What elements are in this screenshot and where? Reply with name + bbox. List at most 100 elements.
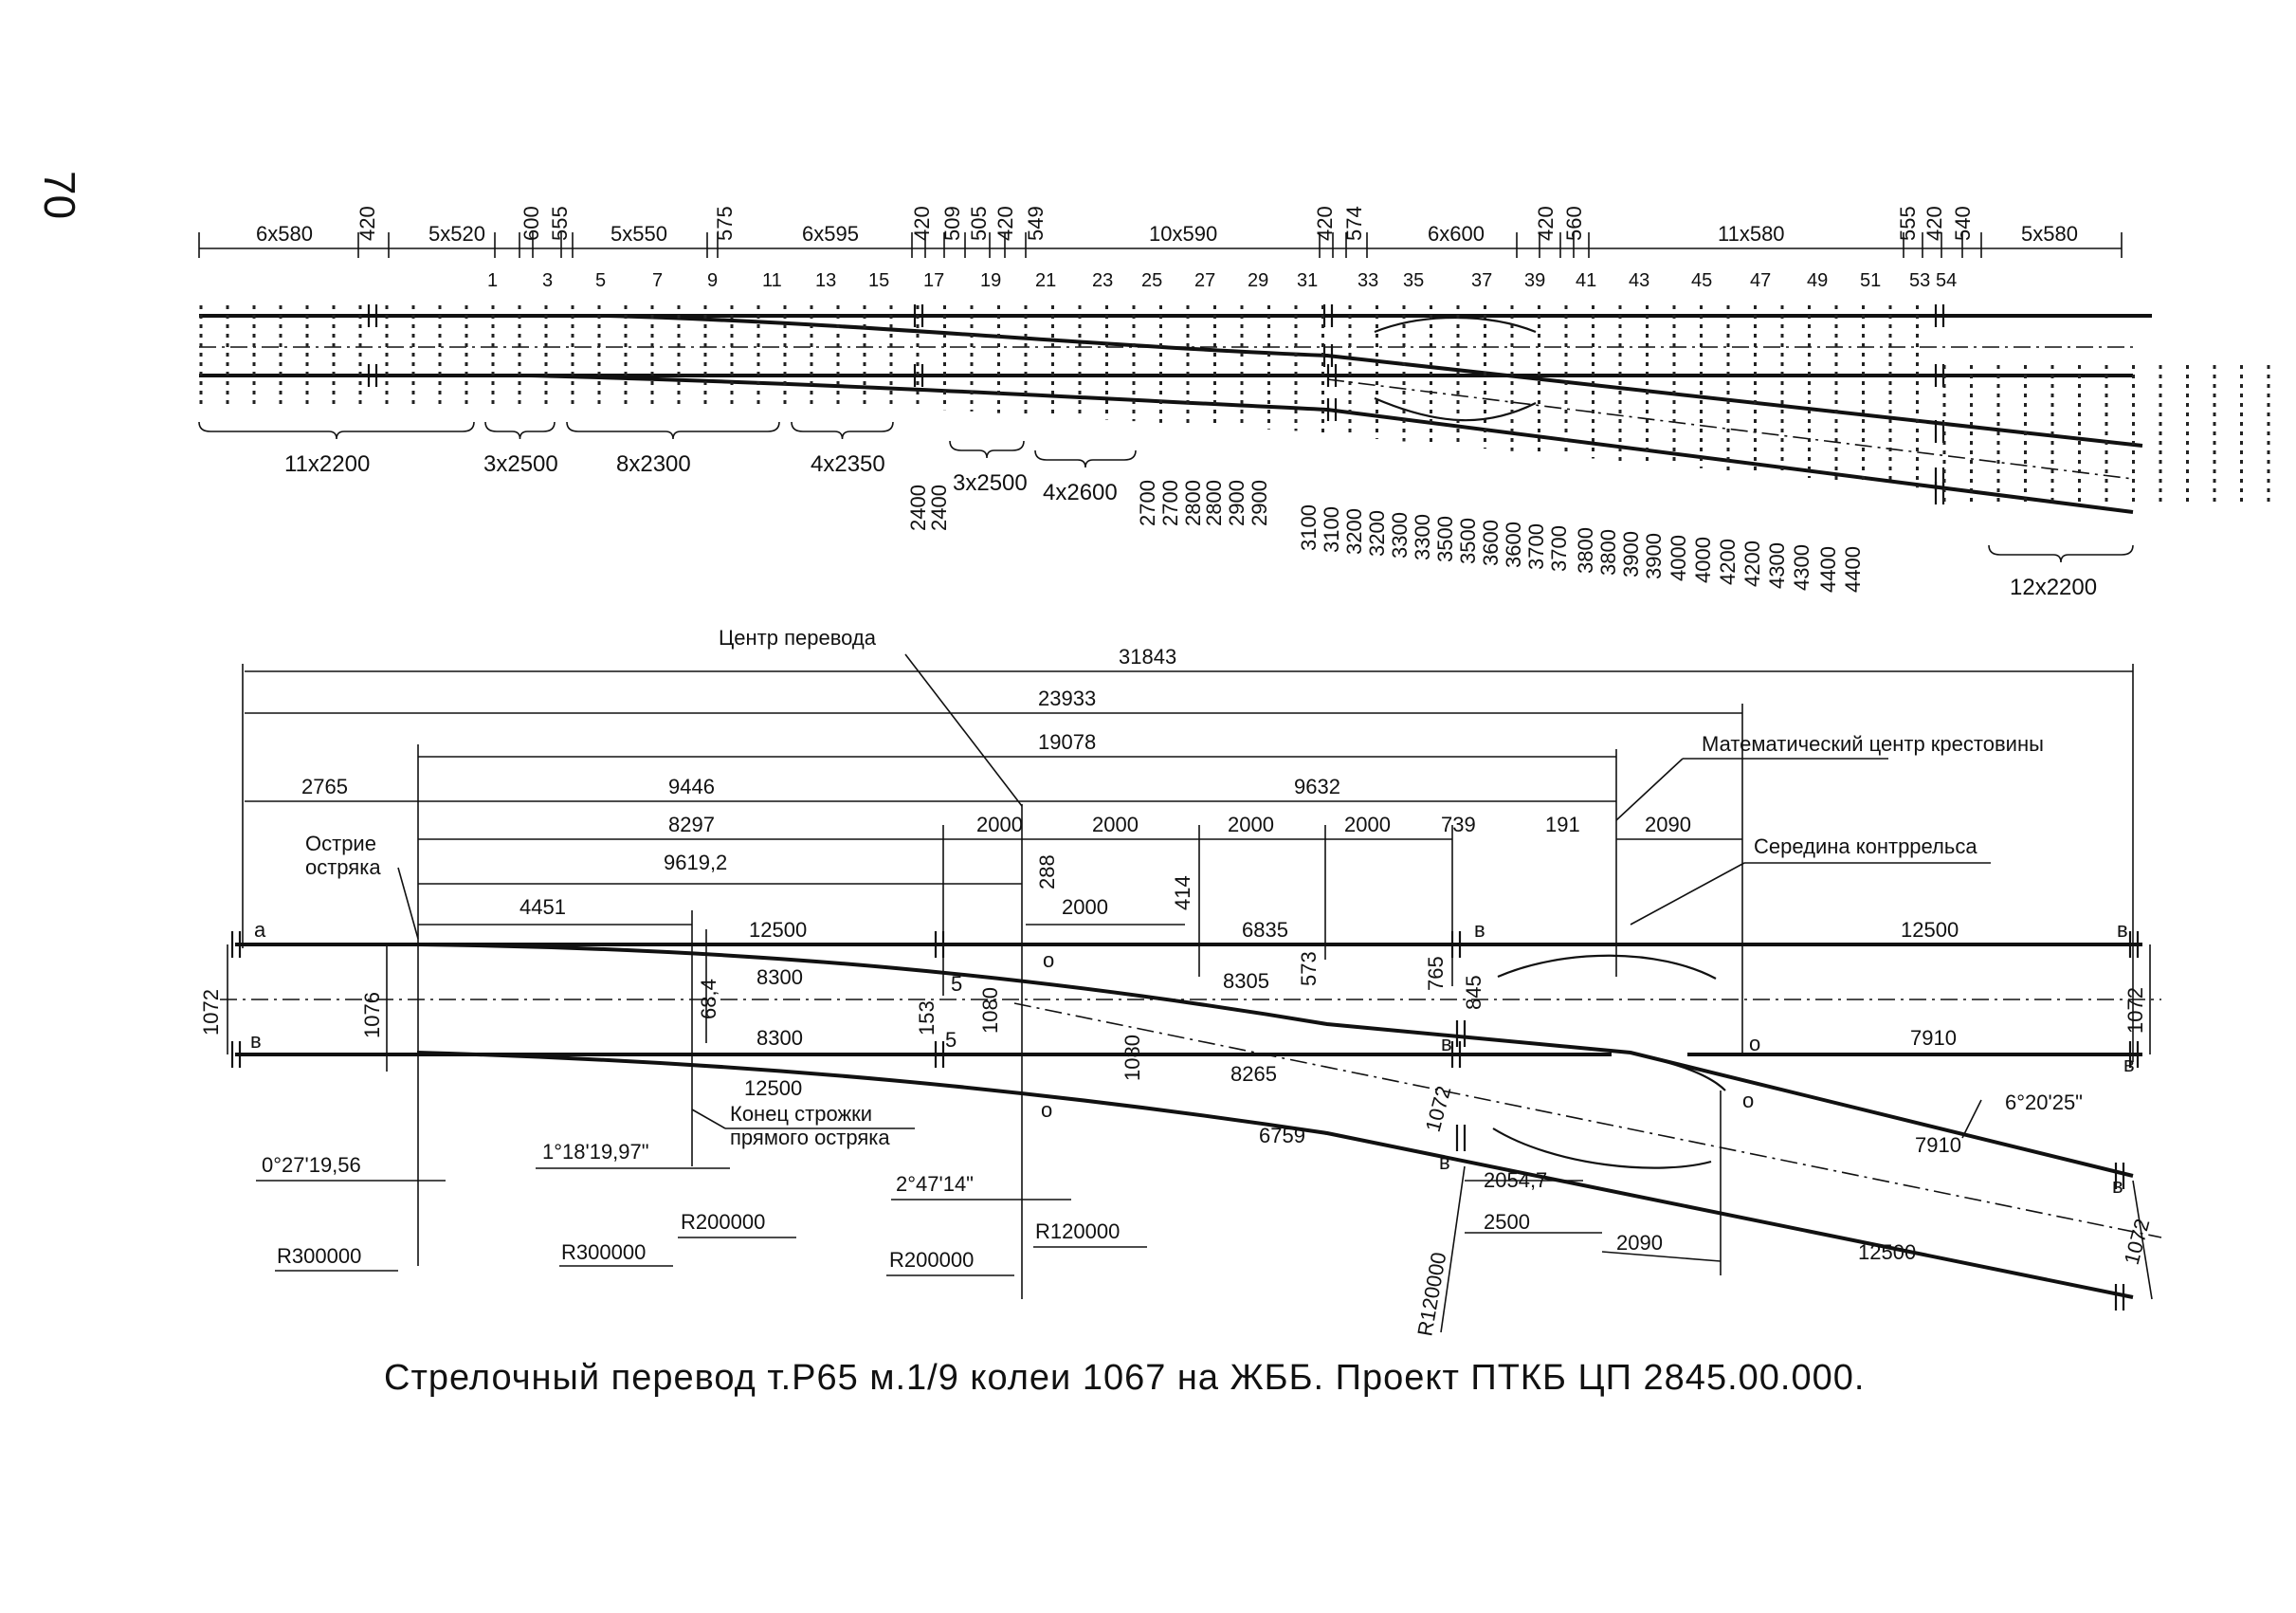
tie-length-label: 2400 [906,485,930,531]
top-spacing-label: 420 [1922,206,1946,241]
tie-length-label: 3200 [1342,508,1366,555]
tie-number: 11 [762,270,782,291]
tie-length-label: 3700 [1524,523,1548,570]
tie-number: 31 [1297,270,1318,291]
top-spacing-label: 6x600 [1428,222,1485,246]
top-spacing-label: 505 [967,206,991,241]
tie-group-brace [791,421,894,440]
dim-7910-b: 7910 [1915,1133,1961,1157]
tie-number: 29 [1248,270,1268,291]
dim-684: 68,4 [697,979,720,1019]
dim-739: 739 [1441,813,1476,836]
tie-number: 9 [707,270,718,291]
tie-length-label: 3500 [1456,518,1480,564]
radius-6: R120000 [1412,1251,1450,1338]
tie-length-label: 3300 [1411,514,1434,560]
joint-label-a: a [254,918,266,942]
dim-191: 191 [1545,813,1580,836]
dim-8300-a: 8300 [756,965,803,989]
tie-length-label: 3800 [1596,529,1620,576]
dim-288: 288 [1035,854,1059,889]
tie-number: 17 [923,270,944,291]
dim-2000-c: 2000 [1228,813,1274,836]
top-spacing-label: 5x580 [2021,222,2078,246]
dim-2765: 2765 [301,775,348,798]
tie-length-label: 3200 [1365,510,1389,557]
dim-2090-b: 2090 [1616,1231,1663,1255]
top-spacing-label: 575 [713,206,737,241]
tie-length-label: 2700 [1136,480,1159,526]
radius-5: R120000 [1035,1219,1120,1243]
tie-length-label: 2700 [1158,480,1182,526]
angle-1: 0°27'19,56 [262,1153,361,1177]
tie-length-label: 4400 [1816,546,1840,593]
top-spacing-label: 555 [1896,206,1920,241]
tie-number: 27 [1194,270,1215,291]
zero-3: o [1749,1032,1760,1055]
radius-2: R300000 [561,1240,646,1264]
flange-1: 5 [951,972,962,996]
tie-number: 54 [1936,270,1957,291]
zero-1: o [1043,948,1054,972]
tie-length-label: 2800 [1202,480,1226,526]
dim-12500-a: 12500 [749,918,807,942]
label-point-1: Острие [305,832,376,855]
tie-group-label: 11x2200 [284,451,370,477]
dim-7910-a: 7910 [1910,1026,1957,1050]
tie-length-label: 3100 [1320,506,1343,553]
tie-group-brace [949,440,1025,459]
label-math-center: Математический центр крестовины [1702,732,2044,756]
top-spacing-label: 420 [1534,206,1558,241]
radius-4: R200000 [889,1248,974,1272]
top-spacing-label: 5x550 [610,222,667,246]
dim-23933: 23933 [1038,687,1096,710]
tie-length-label: 2900 [1248,480,1271,526]
tie-group-label: 12x2200 [2010,575,2097,600]
tie-number: 37 [1471,270,1492,291]
tie-length-label: 4200 [1740,541,1764,587]
zero-4: o [1742,1089,1754,1112]
geometry-scheme: 31843 23933 19078 2765 9446 9632 8297 20… [199,626,2162,1338]
tie-length-label: 3900 [1619,531,1643,577]
tie-length-label: 3500 [1433,516,1457,562]
joint-label-h: в [2112,1174,2123,1198]
tie-group-label: 3x2500 [483,451,558,477]
tie-number: 15 [868,270,889,291]
joint-label-e: в [2117,918,2128,942]
tie-number: 47 [1750,270,1771,291]
zero-2: o [1041,1098,1052,1122]
tie-length-label: 3100 [1297,504,1321,551]
tie-number: 35 [1403,270,1424,291]
dim-19078: 19078 [1038,730,1096,754]
top-spacing-label: 549 [1024,206,1048,241]
dim-20547: 2054,7 [1484,1168,1547,1192]
joint-label-d: в [1441,1032,1452,1055]
tie-group-label: 3x2500 [953,470,1028,496]
tie-length-label: 4000 [1667,535,1690,581]
top-spacing-label: 555 [548,206,572,241]
dim-6835: 6835 [1242,918,1288,942]
tie-length-label: 3300 [1388,512,1412,559]
tie-length-label: 2800 [1181,480,1205,526]
tie-number: 7 [652,270,663,291]
joint-label-f: в [2123,1053,2135,1076]
dim-8265: 8265 [1230,1062,1277,1086]
dim-9619: 9619,2 [664,851,727,874]
label-center: Центр перевода [719,626,877,650]
dim-8300-b: 8300 [756,1026,803,1050]
top-spacing-label: 600 [519,206,543,241]
dim-2000-a: 2000 [976,813,1023,836]
top-spacing-label: 560 [1562,206,1586,241]
label-guard-mid: Середина контррельса [1754,834,1977,858]
tie-number: 23 [1092,270,1113,291]
top-spacing-label: 6x595 [802,222,859,246]
tie-group-brace [566,421,780,440]
tie-length-label: 3700 [1547,525,1571,572]
flange-2: 5 [945,1028,957,1052]
tie-length-label: 4300 [1765,542,1789,589]
dim-9446: 9446 [668,775,715,798]
tie-group-brace [1034,449,1137,468]
dim-4451: 4451 [519,895,566,919]
dim-2000-e: 2000 [1062,895,1108,919]
